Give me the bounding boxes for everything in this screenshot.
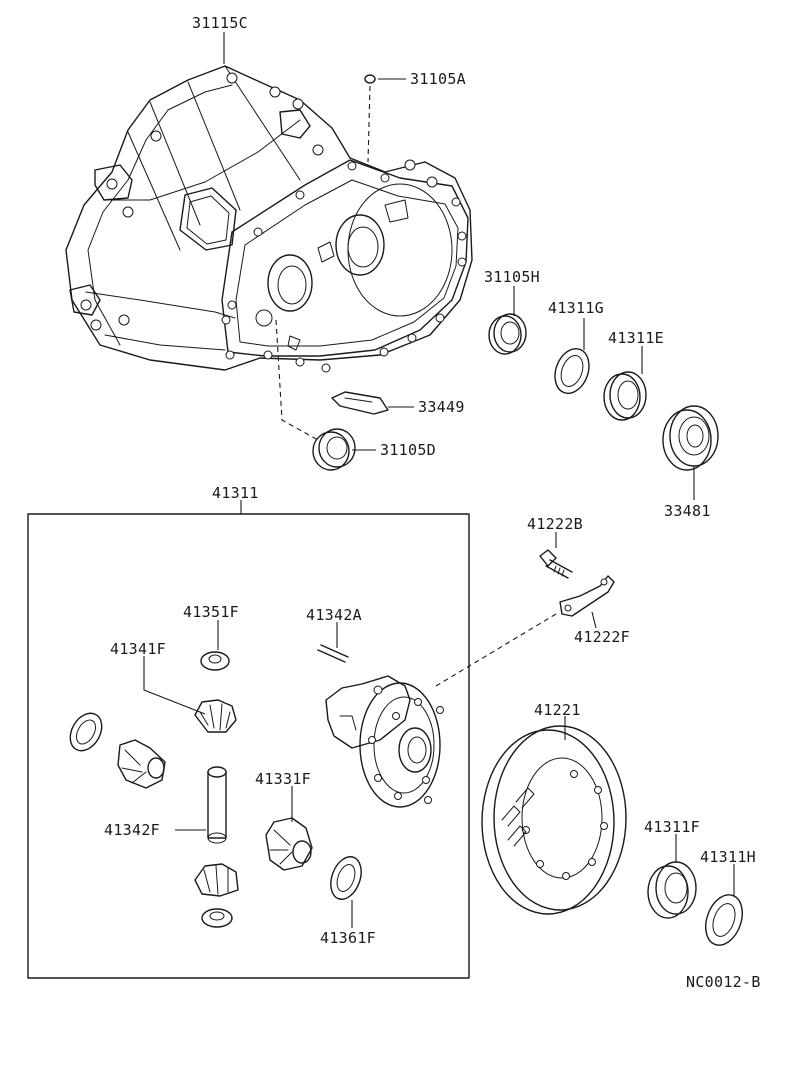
side-gear-left bbox=[117, 739, 166, 789]
label-41222f: 41222F bbox=[574, 628, 630, 646]
label-41221: 41221 bbox=[534, 701, 581, 719]
pin-41342a bbox=[317, 644, 349, 663]
label-41331f: 41331F bbox=[255, 770, 311, 788]
plate-33449 bbox=[331, 391, 389, 415]
lock-plate-41222f bbox=[559, 575, 615, 617]
label-41342f: 41342F bbox=[104, 821, 160, 839]
oil-seal-31105d bbox=[275, 319, 356, 471]
washer-41361f bbox=[330, 856, 362, 900]
side-gear-41331f bbox=[265, 817, 313, 871]
label-41222b: 41222B bbox=[527, 515, 583, 533]
differential-group-box bbox=[27, 513, 470, 979]
washer-left bbox=[69, 712, 103, 752]
washer-lower bbox=[201, 908, 233, 928]
label-31105a: 31105A bbox=[410, 70, 466, 88]
label-33449: 33449 bbox=[418, 398, 465, 416]
label-41311g: 41311G bbox=[548, 299, 604, 317]
oil-seal-33481 bbox=[662, 405, 719, 471]
label-31105h: 31105H bbox=[484, 268, 540, 286]
assembly-line-lock-plate bbox=[435, 613, 557, 687]
label-41351f: 41351F bbox=[183, 603, 239, 621]
transaxle-housing bbox=[65, 65, 473, 373]
label-41311h: 41311H bbox=[700, 848, 756, 866]
bolt-41222b bbox=[539, 549, 573, 579]
label-41311: 41311 bbox=[212, 484, 259, 502]
figure-code: NC0012-B bbox=[686, 973, 761, 991]
oil-seal-31105h bbox=[488, 313, 527, 355]
differential-case bbox=[325, 675, 444, 808]
bearing-41311e bbox=[603, 371, 647, 421]
label-41342a: 41342A bbox=[306, 606, 362, 624]
label-41311f: 41311F bbox=[644, 818, 700, 836]
label-33481: 33481 bbox=[664, 502, 711, 520]
shim-41311g bbox=[554, 348, 590, 394]
pinion-shaft-41342f bbox=[207, 766, 227, 844]
bearing-41311f bbox=[647, 861, 697, 919]
label-41341f: 41341F bbox=[110, 640, 166, 658]
leader-lines bbox=[143, 32, 735, 928]
label-31115c: 31115C bbox=[192, 14, 248, 32]
pinion-gear-lower bbox=[194, 863, 239, 897]
label-41311e: 41311E bbox=[608, 329, 664, 347]
thrust-washer-41351f bbox=[200, 651, 230, 671]
pinion-gear-41341f bbox=[194, 699, 237, 733]
drain-plug-31105a bbox=[364, 74, 376, 163]
ring-gear-41221 bbox=[481, 725, 627, 915]
label-31105d: 31105D bbox=[380, 441, 436, 459]
shim-41311h bbox=[705, 894, 743, 946]
label-41361f: 41361F bbox=[320, 929, 376, 947]
